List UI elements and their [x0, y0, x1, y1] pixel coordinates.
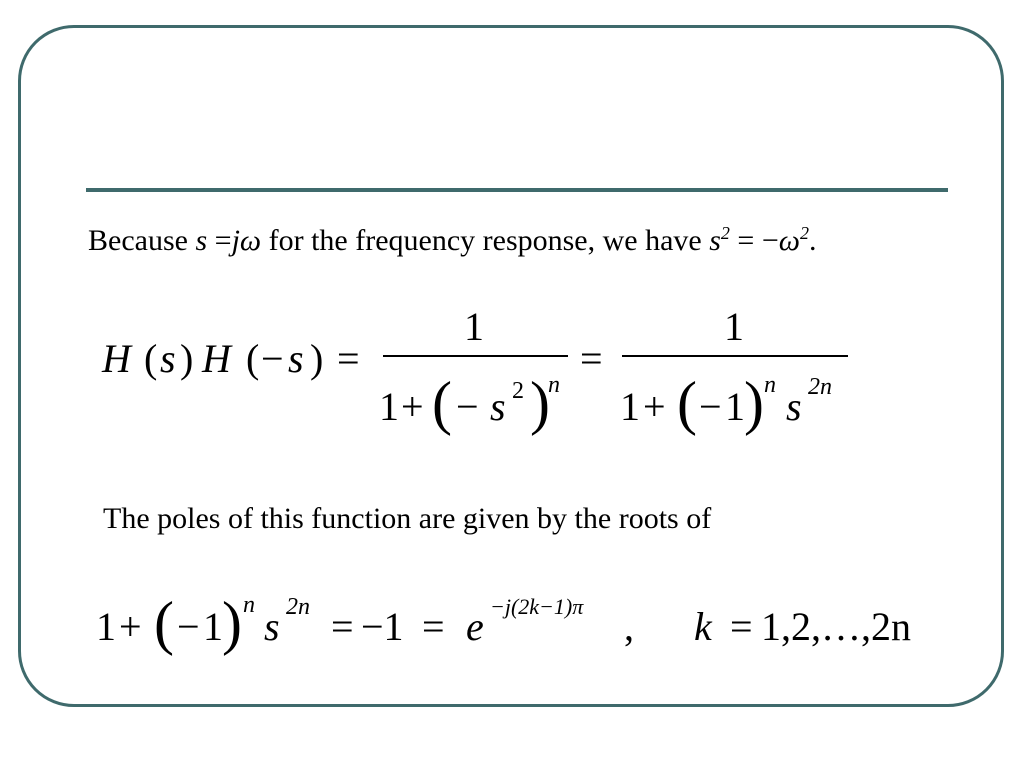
eq1-equals: =	[337, 336, 360, 381]
eq2-comma: ,	[624, 604, 634, 649]
var-jw: jω	[231, 224, 262, 257]
frac2-exp-2n: 2n	[808, 374, 832, 400]
eq1-s: s	[160, 336, 176, 381]
eq2-plus: +	[119, 604, 142, 649]
frac2-lparen: (	[677, 370, 697, 436]
eq1-rparen: )	[180, 336, 193, 381]
frac2-one: 1	[620, 384, 640, 429]
frac1-minus: −	[456, 384, 479, 429]
eq1-lparen2: (	[246, 336, 259, 381]
eq2-k: k	[694, 604, 713, 649]
poles-sentence: The poles of this function are given by …	[103, 502, 712, 535]
eq2-exponent: −j(2k−1)π	[490, 594, 584, 619]
title-rule	[86, 188, 948, 192]
eq2-rparen: )	[222, 590, 242, 656]
sentence-period: .	[808, 224, 817, 257]
eq2-e: e	[466, 604, 484, 649]
frac2-numerator: 1	[724, 304, 744, 349]
frac2-minus: −	[699, 384, 722, 429]
intro-text-because: Because	[88, 224, 196, 257]
var-s-squared: s2	[709, 224, 730, 257]
eq2-equals2: =	[422, 604, 445, 649]
eq2-minus-one: −1	[361, 604, 404, 649]
eq2-minus: −	[177, 604, 200, 649]
equals-sign: =	[207, 224, 232, 257]
var-omega-squared: ω2	[779, 224, 809, 257]
intro-sentence: Because s =jω for the frequency response…	[88, 221, 816, 261]
eq1-H: H	[101, 336, 133, 381]
slide-frame	[18, 25, 1004, 707]
frac1-exp-n: n	[548, 372, 560, 398]
equals-minus: = −	[729, 224, 779, 257]
frac1-one: 1	[379, 384, 399, 429]
frac2-exp-n: n	[764, 372, 776, 398]
frac2-s: s	[786, 384, 802, 429]
eq1-lparen: (	[144, 336, 157, 381]
frac2-rparen: )	[744, 370, 764, 436]
eq1-s2: s	[288, 336, 304, 381]
eq2-one-inner: 1	[203, 604, 223, 649]
frac1-rparen: )	[530, 370, 550, 436]
s-exponent: 2	[720, 223, 730, 243]
eq2-exp-2n: 2n	[286, 594, 310, 620]
eq1-equals2: =	[580, 336, 603, 381]
omega-exponent: 2	[799, 223, 809, 243]
intro-text-middle: for the frequency response, we have	[261, 224, 710, 257]
eq2-exp-n: n	[243, 592, 255, 618]
frac1-exp2: 2	[512, 378, 524, 404]
s-base: s	[709, 224, 721, 257]
var-s: s	[195, 224, 208, 257]
frac1-lparen: (	[432, 370, 452, 436]
eq2-one: 1	[96, 604, 116, 649]
frac1-numerator: 1	[464, 304, 484, 349]
eq2-k-values: 1,2,…,2n	[761, 604, 911, 649]
omega-base: ω	[778, 224, 800, 257]
eq2-lparen: (	[154, 590, 174, 656]
frac2-one-inner: 1	[725, 384, 745, 429]
frac1-s: s	[490, 384, 506, 429]
frac2-plus: +	[643, 384, 666, 429]
eq2-equals3: =	[730, 604, 753, 649]
eq1-rparen2: )	[310, 336, 323, 381]
frac1-plus: +	[401, 384, 424, 429]
eq2-s: s	[264, 604, 280, 649]
eq2-equals: =	[331, 604, 354, 649]
eq1-minus: −	[261, 336, 284, 381]
eq1-H2: H	[201, 336, 233, 381]
